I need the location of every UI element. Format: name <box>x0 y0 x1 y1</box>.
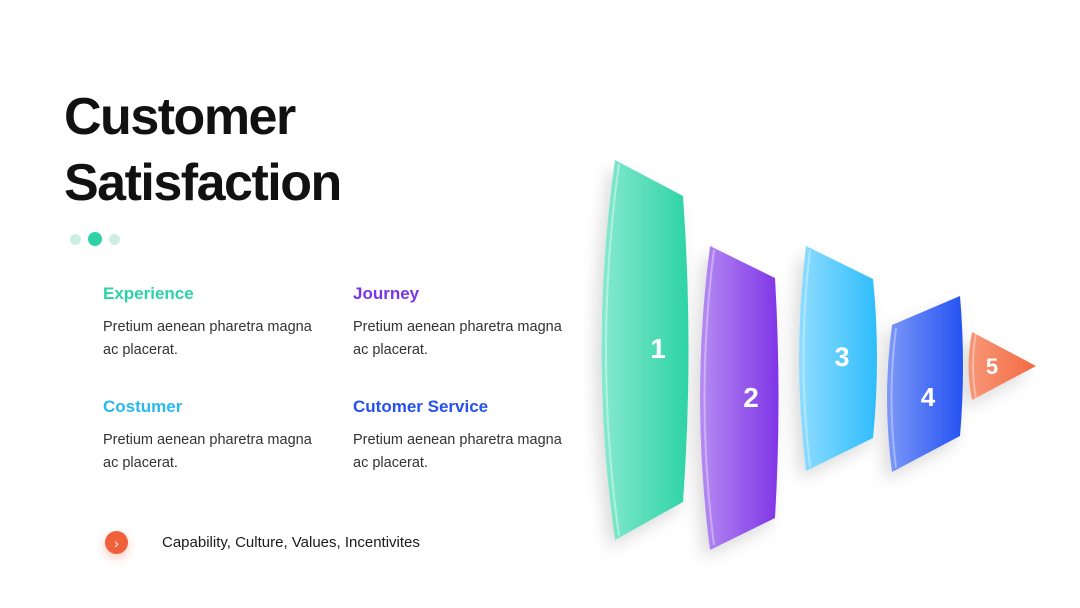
feature-text: Pretium aenean pharetra magna ac placera… <box>103 432 312 471</box>
feature-heading: Experience <box>103 284 194 303</box>
feature-text: Pretium aenean pharetra magna ac placera… <box>353 432 562 471</box>
funnel-step-label: 5 <box>986 354 998 379</box>
feature-costumer: Costumer Pretium aenean pharetra magna a… <box>103 397 323 475</box>
feature-experience: Experience Pretium aenean pharetra magna… <box>103 284 323 362</box>
feature-heading: Cutomer Service <box>353 397 489 416</box>
funnel-step-2: 2 <box>700 246 779 550</box>
footer: › Capability, Culture, Values, Incentivi… <box>105 531 420 554</box>
funnel-step-label: 3 <box>834 342 849 372</box>
feature-heading: Journey <box>353 284 420 303</box>
feature-text: Pretium aenean pharetra magna ac placera… <box>353 319 562 358</box>
feature-text: Pretium aenean pharetra magna ac placera… <box>103 319 312 358</box>
page-title: Customer Satisfaction <box>64 84 342 216</box>
funnel-step-3: 3 <box>799 246 877 471</box>
pagination-dot <box>70 233 81 245</box>
funnel-diagram: 5 4 3 2 1 <box>601 160 1036 550</box>
funnel-step-4: 4 <box>887 296 963 472</box>
title-line-1: Customer <box>64 88 296 146</box>
title-line-2: Satisfaction <box>64 154 342 212</box>
pagination-dot <box>109 233 120 245</box>
pagination-dot-active <box>88 232 102 246</box>
feature-journey: Journey Pretium aenean pharetra magna ac… <box>353 284 573 362</box>
funnel-step-label: 4 <box>921 382 936 412</box>
funnel-step-label: 2 <box>743 382 759 413</box>
feature-customer-service: Cutomer Service Pretium aenean pharetra … <box>353 397 573 475</box>
chevron-right-icon[interactable]: › <box>105 531 128 554</box>
feature-heading: Costumer <box>103 397 183 416</box>
funnel-step-1: 1 <box>601 160 689 540</box>
footer-text: Capability, Culture, Values, Incentivite… <box>162 534 420 551</box>
funnel-step-label: 1 <box>650 333 666 364</box>
funnel-step-5: 5 <box>968 332 1036 400</box>
pagination-dots <box>70 232 120 246</box>
